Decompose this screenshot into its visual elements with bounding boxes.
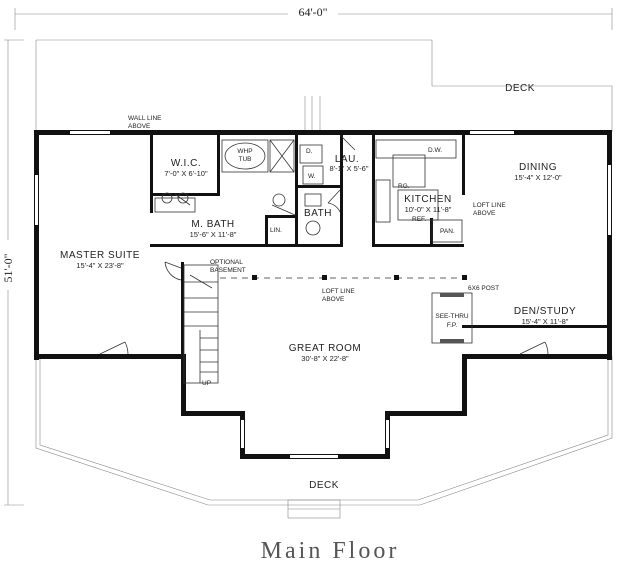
deck-outlines: [35, 39, 613, 519]
master-bath-name: M. BATH: [191, 219, 234, 230]
master-suite-size: 15'-4" X 23'-8": [76, 261, 124, 270]
range-label: RG.: [398, 183, 410, 190]
loft-line-kitchen-above-label: ABOVE: [473, 210, 496, 217]
bath-name: BATH: [304, 208, 332, 219]
post-label: 6X6 POST: [468, 285, 499, 292]
loft-line-great-label: LOFT LINE: [322, 288, 355, 295]
dishwasher-label: D.W.: [428, 147, 442, 154]
basement-label: BASEMENT: [210, 267, 246, 274]
depth-dimension: 51'-0": [1, 253, 15, 282]
loft-line: [220, 275, 467, 280]
dryer-label: D.: [306, 148, 313, 155]
whp-label: WHP: [237, 148, 252, 155]
master-bath-size: 15'-6" X 11'-8": [190, 230, 237, 239]
fireplace: [431, 292, 473, 344]
laundry-size: 8'-1" X 5'-6": [329, 164, 368, 173]
linen-label: LIN.: [270, 227, 282, 234]
wic-size: 7'-0" X 6'-10": [164, 169, 208, 178]
wic-name: W.I.C.: [171, 158, 201, 169]
loft-line-kitchen-label: LOFT LINE: [473, 202, 506, 209]
width-dimension: 64'-0": [298, 5, 327, 19]
kitchen-size: 10'-0" X 11'-8": [405, 205, 452, 214]
refrigerator-label: REF.: [412, 216, 426, 223]
deck-top-label: DECK: [505, 83, 535, 94]
fireplace-label: SEE-THRU: [435, 313, 469, 320]
kitchen-name: KITCHEN: [404, 194, 451, 205]
loft-line-great-above-label: ABOVE: [322, 296, 345, 303]
interior-walls: [150, 135, 612, 354]
dining-name: DINING: [519, 162, 557, 173]
stairs: [183, 264, 219, 384]
exterior-walls: [34, 130, 612, 459]
fireplace-fp-label: F.P.: [447, 322, 458, 329]
optional-label: OPTIONAL: [210, 259, 243, 266]
wall-line-label: WALL LINE: [128, 115, 162, 122]
floor-caption: Main Floor: [261, 538, 400, 564]
stair-up-label: UP: [202, 380, 211, 387]
great-room-size: 30'-8" X 22'-8": [301, 354, 349, 363]
den-study-name: DEN/STUDY: [514, 306, 576, 317]
fixtures: [154, 139, 463, 243]
pantry-label: PAN.: [440, 228, 455, 235]
wall-line-above-label: ABOVE: [128, 123, 151, 130]
dining-size: 15'-4" X 12'-0": [514, 173, 562, 182]
den-study-size: 15'-4" X 11'-8": [522, 317, 569, 326]
laundry-name: LAU.: [335, 154, 359, 165]
washer-label: W.: [308, 173, 316, 180]
great-room-name: GREAT ROOM: [289, 343, 361, 354]
tub-label: TUB: [239, 156, 252, 163]
master-suite-name: MASTER SUITE: [60, 250, 140, 261]
door-swings: [99, 134, 549, 355]
deck-bottom-label: DECK: [309, 480, 339, 491]
